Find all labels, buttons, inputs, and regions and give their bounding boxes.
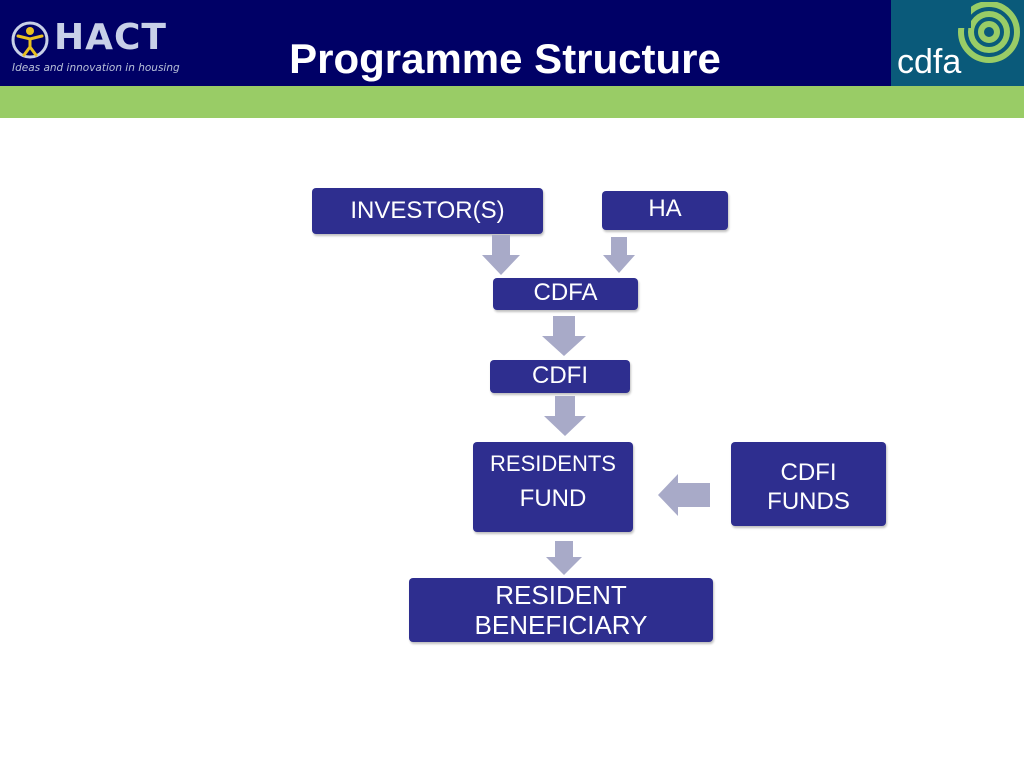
node-resident-beneficiary: RESIDENT BENEFICIARY — [409, 578, 713, 642]
arrow-residents-fund-to-beneficiary — [546, 541, 582, 575]
node-resident-beneficiary-line1: RESIDENT — [495, 580, 627, 610]
arrow-cdfi-to-residents-fund — [544, 396, 586, 436]
node-residents-fund-line1: RESIDENTS — [490, 451, 616, 476]
header-banner: HACT Ideas and innovation in housing Pro… — [0, 0, 1024, 86]
page-title: Programme Structure — [289, 35, 721, 82]
node-cdfi-funds: CDFI FUNDS — [731, 442, 886, 526]
cdfa-logo: cdfa — [891, 0, 1024, 86]
hact-tagline: Ideas and innovation in housing — [12, 62, 180, 74]
node-resident-beneficiary-line2: BENEFICIARY — [474, 610, 648, 640]
node-ha: HA — [602, 191, 728, 230]
node-cdfa-label: CDFA — [533, 279, 598, 306]
node-ha-label: HA — [648, 195, 682, 222]
hact-logo-text: HACT — [54, 17, 167, 58]
person-icon — [11, 21, 49, 59]
cdfa-logo-text: cdfa — [897, 43, 962, 81]
arrow-investors-to-cdfa — [482, 235, 520, 275]
node-cdfi-label: CDFI — [532, 362, 588, 389]
arrow-cdfa-to-cdfi — [542, 316, 586, 356]
green-band — [0, 86, 1024, 118]
node-residents-fund-line2: FUND — [519, 485, 587, 512]
node-investors-label: INVESTOR(S) — [350, 197, 505, 224]
node-cdfi: CDFI — [490, 360, 630, 393]
node-cdfa: CDFA — [493, 278, 638, 310]
node-cdfi-funds-line2: FUNDS — [767, 488, 850, 515]
arrow-ha-to-cdfa — [603, 237, 635, 273]
concentric-rings-icon — [957, 2, 1020, 63]
node-investors: INVESTOR(S) — [312, 188, 543, 234]
arrow-cdfi-funds-to-residents-fund — [658, 474, 710, 516]
hact-logo: HACT Ideas and innovation in housing — [8, 14, 180, 78]
node-cdfi-funds-line1: CDFI — [780, 459, 837, 486]
node-residents-fund: RESIDENTS FUND — [473, 442, 633, 532]
